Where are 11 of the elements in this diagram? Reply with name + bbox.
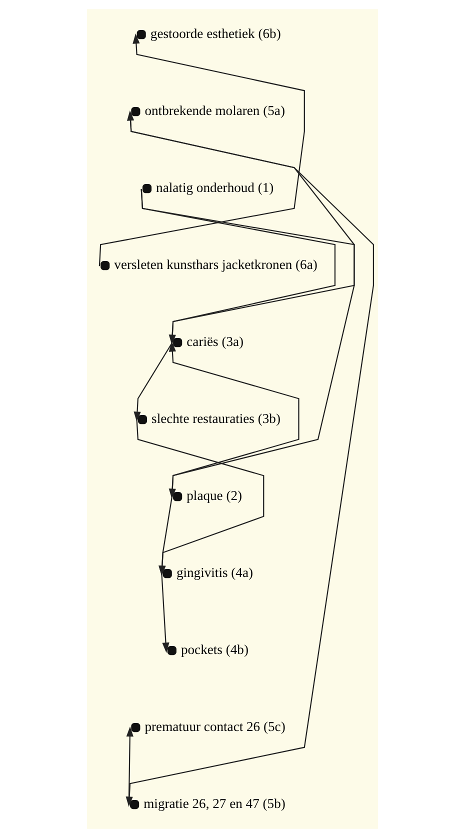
node-label: pockets (4b) — [180, 642, 248, 658]
node-label: plaque (2) — [186, 488, 242, 504]
node-label: prematuur contact 26 (5c) — [144, 719, 286, 734]
node-label: slechte restauraties (3b) — [152, 411, 280, 426]
node-label: versleten kunsthars jacketkronen (6a) — [114, 257, 318, 272]
node-label: ontbrekende molaren (5a) — [144, 103, 285, 118]
node-label: gingivitis (4a) — [176, 565, 254, 580]
node-label: nalatig onderhoud (1) — [156, 180, 274, 196]
node-label: migratie 26, 27 en 47 (5b) — [144, 796, 286, 812]
node-label: cariës (3a) — [186, 334, 244, 350]
node-label: gestoorde esthetiek (6b) — [150, 26, 281, 42]
